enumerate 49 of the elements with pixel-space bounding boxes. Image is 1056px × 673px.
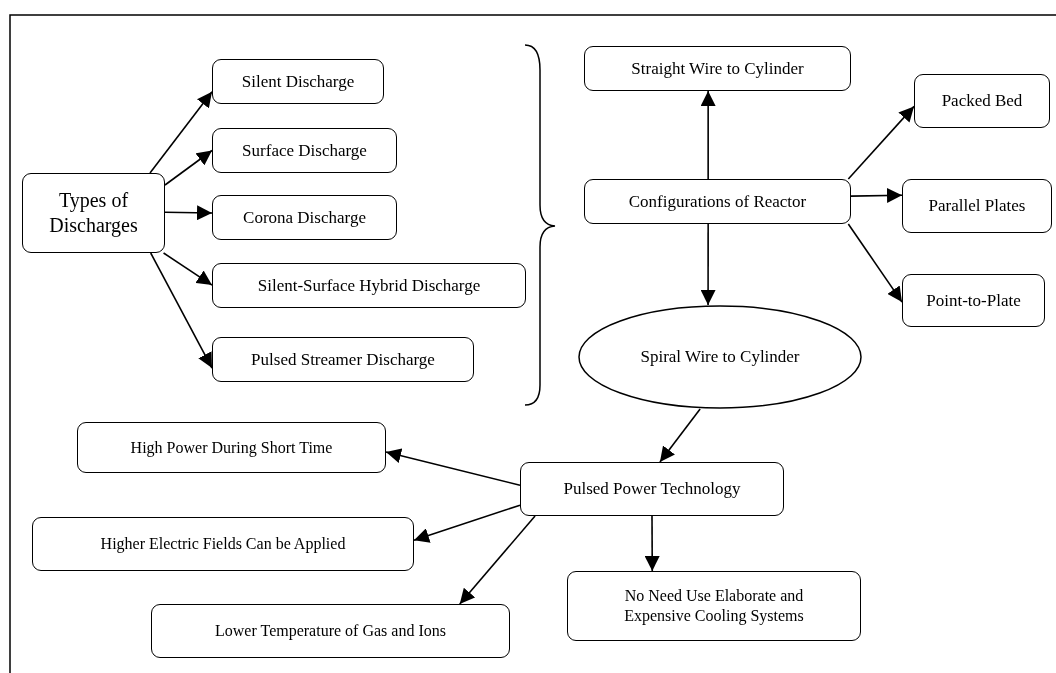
- node-label: Configurations of Reactor: [628, 190, 807, 213]
- rounded-box: [567, 571, 861, 641]
- node-label: Types of Discharges: [48, 188, 139, 238]
- arrow: [385, 448, 521, 487]
- node-label: Surface Discharge: [242, 139, 367, 162]
- rounded-box: [212, 59, 384, 104]
- node-label: Packed Bed: [941, 90, 1023, 112]
- node-label: Silent-Surface Hybrid Discharge: [257, 274, 481, 297]
- arrow: [659, 408, 701, 463]
- rounded-box: [151, 604, 510, 658]
- rounded-box: [584, 179, 851, 224]
- arrow: [164, 205, 213, 221]
- arrow: [700, 223, 716, 306]
- rounded-box: [212, 195, 397, 240]
- rounded-box: [212, 337, 474, 382]
- rounded-box: [22, 173, 165, 253]
- node-label: Parallel Plates: [928, 195, 1026, 217]
- node-label: Lower Temperature of Gas and Ions: [215, 621, 446, 641]
- node-label: Higher Electric Fields Can be Applied: [100, 534, 346, 554]
- rounded-box: [212, 128, 397, 173]
- node-label: No Need Use Elaborate and Expensive Cooling Systems: [623, 586, 805, 626]
- rounded-box: [902, 274, 1045, 327]
- arrow: [413, 504, 521, 543]
- node-label: Corona Discharge: [243, 206, 366, 229]
- arrow: [700, 90, 716, 180]
- arrow: [458, 515, 536, 605]
- node-label: Spiral Wire to Cylinder: [640, 346, 800, 368]
- rounded-box: [584, 46, 851, 91]
- arrow: [149, 91, 213, 174]
- arrow: [847, 105, 915, 180]
- rounded-box: [32, 517, 414, 571]
- arrow: [644, 515, 660, 572]
- node-label: Point-to-Plate: [926, 289, 1021, 312]
- node-label: High Power During Short Time: [130, 437, 333, 458]
- rounded-box: [520, 462, 784, 516]
- arrow: [164, 149, 213, 186]
- node-label: Pulsed Power Technology: [563, 478, 741, 500]
- arrow: [149, 252, 213, 369]
- rounded-box: [914, 74, 1050, 128]
- node-label: Pulsed Streamer Discharge: [251, 348, 435, 371]
- rounded-box: [77, 422, 386, 473]
- rounded-box: [902, 179, 1052, 233]
- node-label: Straight Wire to Cylinder: [631, 57, 804, 80]
- arrow: [162, 252, 213, 286]
- arrow: [850, 187, 903, 203]
- ellipse-node: [578, 305, 862, 409]
- node-label: Silent Discharge: [241, 70, 355, 93]
- arrow: [847, 223, 903, 303]
- rounded-box: [212, 263, 526, 308]
